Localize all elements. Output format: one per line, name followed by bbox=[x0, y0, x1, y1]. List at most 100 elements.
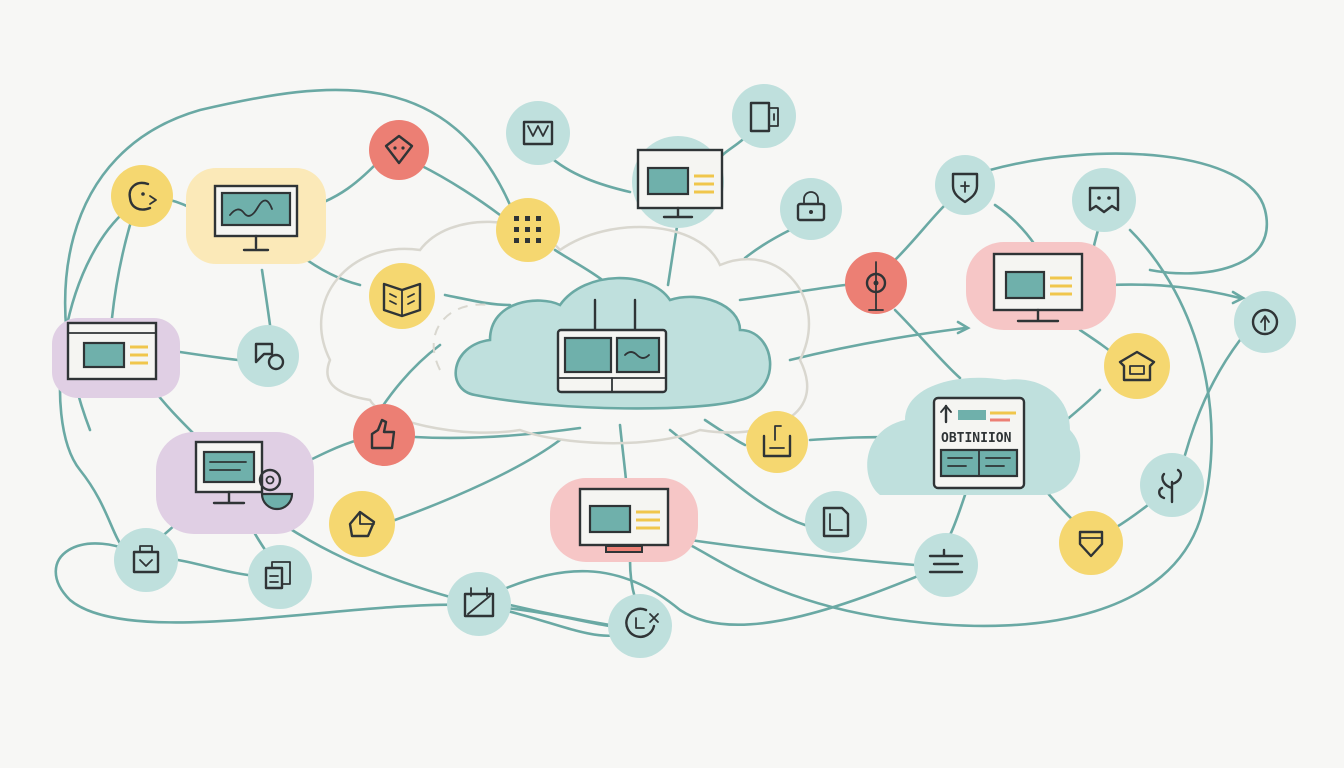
coffee-icon bbox=[762, 425, 792, 458]
link-envelope-monitor bbox=[546, 153, 632, 194]
node-chat-circle bbox=[237, 325, 299, 387]
node-coffee bbox=[746, 411, 808, 473]
node-pie-chart bbox=[329, 491, 395, 557]
list-icon bbox=[928, 548, 964, 574]
link-outer-loop-top bbox=[63, 88, 522, 432]
link-pinkmonitor-list bbox=[688, 538, 917, 567]
link-cloud-coffee bbox=[703, 418, 747, 447]
link-cloud-arrow bbox=[788, 326, 967, 362]
link-right-loop bbox=[988, 152, 1269, 275]
link-target-shield bbox=[893, 203, 947, 262]
link-cloud-target bbox=[738, 283, 847, 302]
screen-optimization-panel: OBTINIION bbox=[867, 377, 1081, 495]
link-monitor-chat bbox=[260, 268, 272, 327]
monitor-window-icon bbox=[636, 148, 724, 219]
node-phone bbox=[732, 84, 796, 148]
link-shield-monitor bbox=[993, 203, 1037, 247]
clock-icon bbox=[625, 607, 659, 639]
mask-icon bbox=[1088, 186, 1120, 214]
link-plant-gem bbox=[1113, 503, 1150, 530]
node-heart-shield bbox=[369, 120, 429, 180]
screen-monitor-top bbox=[632, 136, 724, 228]
link-bag-files bbox=[176, 558, 250, 577]
screen-window-left bbox=[52, 318, 180, 398]
target-pin-icon bbox=[865, 261, 887, 311]
plant-icon bbox=[1158, 468, 1183, 504]
smiley-face-icon bbox=[128, 181, 157, 211]
node-box bbox=[1104, 333, 1170, 399]
node-document bbox=[805, 491, 867, 553]
link-monitor-refresh bbox=[1108, 283, 1242, 300]
grid-dots-icon bbox=[514, 216, 541, 243]
node-grid-dots bbox=[496, 198, 560, 262]
refresh-icon bbox=[1251, 308, 1279, 336]
arrowhead-cloud-arrow bbox=[956, 320, 971, 335]
chat-circle-icon bbox=[254, 342, 285, 371]
node-envelope bbox=[506, 101, 570, 165]
monitor-window-icon bbox=[992, 252, 1084, 323]
link-lock-cloud bbox=[743, 228, 792, 260]
link-thumb-cloud bbox=[378, 343, 442, 412]
link-cloud-document bbox=[668, 428, 807, 527]
thumbs-up-icon bbox=[370, 418, 396, 450]
link-book-cloud bbox=[443, 293, 512, 307]
link-bottom-wave bbox=[478, 563, 947, 627]
node-lock bbox=[780, 178, 842, 240]
central-cloud bbox=[454, 276, 772, 410]
node-target-pin bbox=[845, 252, 907, 314]
node-calendar bbox=[447, 572, 511, 636]
screen-monitor-bottom bbox=[550, 478, 698, 562]
cloud-dashed-outline bbox=[319, 220, 811, 445]
link-panel-list bbox=[948, 493, 967, 537]
arrowhead-refresh bbox=[1231, 290, 1246, 305]
lock-icon bbox=[796, 191, 826, 222]
node-bag bbox=[114, 528, 178, 592]
heart-shield-icon bbox=[384, 134, 414, 165]
node-thumbs-up bbox=[353, 404, 415, 466]
window-panel-icon bbox=[66, 321, 158, 381]
phone-icon bbox=[749, 101, 779, 133]
link-thumb-cloud-2 bbox=[413, 426, 582, 440]
document-icon bbox=[822, 506, 850, 538]
screen-monitor-chart bbox=[186, 168, 326, 264]
link-right-loop-2 bbox=[688, 228, 1213, 628]
gem-icon bbox=[1078, 530, 1104, 558]
node-gem bbox=[1059, 511, 1123, 575]
node-list bbox=[914, 533, 978, 597]
pie-chart-icon bbox=[348, 510, 376, 538]
node-mask bbox=[1072, 168, 1136, 232]
optimization-panel-icon: OBTINIION bbox=[932, 396, 1026, 490]
node-plant bbox=[1140, 453, 1204, 517]
node-open-book bbox=[369, 263, 435, 329]
screen-monitor-gear bbox=[156, 432, 314, 534]
node-files bbox=[248, 545, 312, 609]
link-heart-grid bbox=[418, 163, 502, 217]
monitor-chart-icon bbox=[213, 184, 299, 252]
server-rack-icon bbox=[556, 298, 668, 394]
link-calendar-clock bbox=[508, 603, 612, 627]
optimization-label: OBTINIION bbox=[941, 431, 1012, 446]
link-window-chat bbox=[178, 350, 240, 362]
box-icon bbox=[1118, 350, 1156, 382]
node-shield bbox=[935, 155, 995, 215]
monitor-gear-icon bbox=[194, 440, 294, 511]
monitor-window-icon bbox=[578, 487, 670, 553]
node-clock bbox=[608, 594, 672, 658]
node-refresh bbox=[1234, 291, 1296, 353]
files-icon bbox=[264, 561, 291, 590]
link-refresh-plant bbox=[1183, 338, 1242, 457]
bag-icon bbox=[132, 545, 160, 574]
link-target-panel bbox=[893, 308, 962, 380]
link-pie-cloud bbox=[393, 438, 562, 522]
link-grid-cloud bbox=[553, 248, 607, 284]
link-pinkmonitor-clock bbox=[628, 558, 637, 600]
calendar-icon bbox=[463, 587, 495, 618]
node-smiley bbox=[111, 165, 173, 227]
screen-monitor-right bbox=[966, 242, 1116, 330]
shield-icon bbox=[951, 172, 979, 204]
link-cloud-pinkmonitor bbox=[618, 423, 628, 482]
open-book-icon bbox=[382, 282, 422, 318]
link-face-window bbox=[110, 223, 132, 320]
